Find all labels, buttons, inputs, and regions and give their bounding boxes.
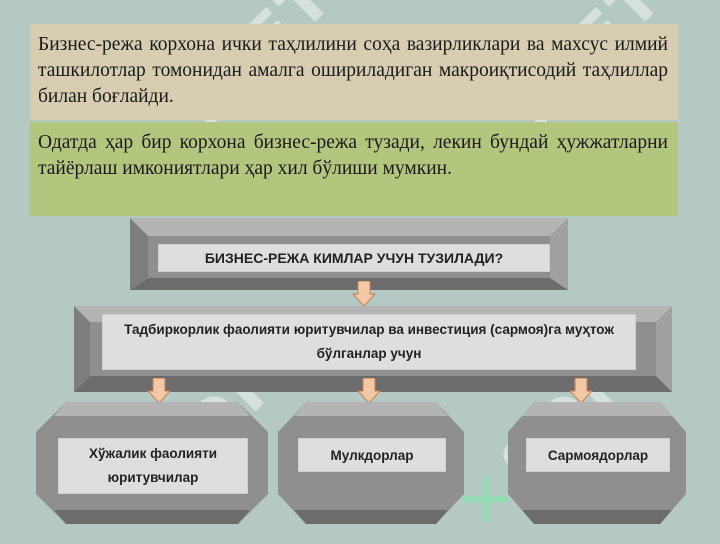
category-label: Мулкдорлар [298,438,446,472]
down-arrow-icon [357,378,381,404]
category-label: Хўжалик фаолияти юритувчилар [58,438,248,494]
category-label: Сармоядорлар [526,438,670,472]
note-text: Одатда ҳар бир корхона бизнес-режа тузад… [38,132,668,179]
intro-text-box: Бизнес-режа корхона ички таҳлилини соҳа … [30,24,678,120]
audience-label: Тадбиркорлик фаолияти юритувчилар ва инв… [102,314,636,370]
category-box-3: Сармоядорлар [508,402,686,524]
intro-text: Бизнес-режа корхона ички таҳлилини соҳа … [38,34,668,107]
category-box-2: Мулкдорлар [278,402,464,524]
down-arrow-icon [569,378,593,404]
category-box-1: Хўжалик фаолияти юритувчилар [36,402,268,524]
down-arrow-icon [352,281,376,307]
title-beam: БИЗНЕС-РЕЖА КИМЛАР УЧУН ТУЗИЛАДИ? [130,218,568,290]
note-text-box: Одатда ҳар бир корхона бизнес-режа тузад… [30,122,678,216]
diagram-title: БИЗНЕС-РЕЖА КИМЛАР УЧУН ТУЗИЛАДИ? [158,244,550,272]
down-arrow-icon [147,378,171,404]
audience-beam: Тадбиркорлик фаолияти юритувчилар ва инв… [74,306,672,392]
